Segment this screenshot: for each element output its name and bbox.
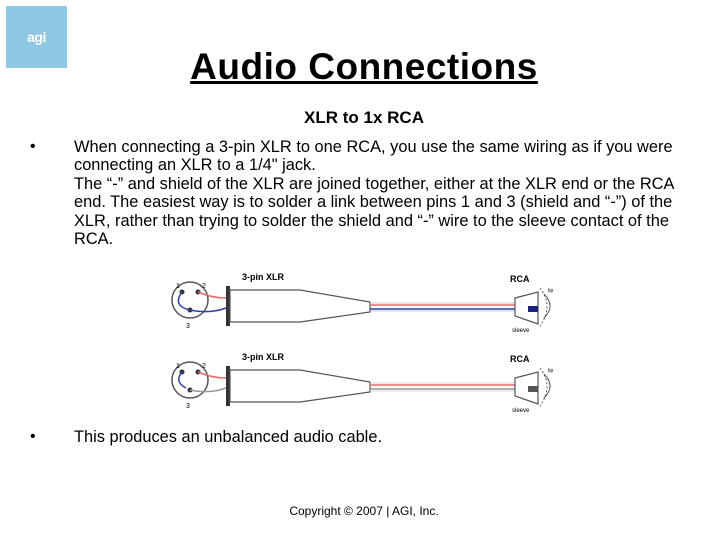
tip-label: tip bbox=[548, 288, 554, 294]
agi-logo: agi bbox=[6, 6, 67, 68]
pin-3-label: 3 bbox=[186, 323, 190, 330]
pin-2-label: 2 bbox=[202, 283, 206, 290]
xlr-label: 3-pin XLR bbox=[242, 352, 284, 362]
wiring-diagram-svg: 1 2 3 3-pin XLR RCA tip sleeve bbox=[171, 272, 554, 334]
rca-contact bbox=[528, 306, 538, 312]
slide-title: Audio Connections bbox=[190, 46, 538, 87]
bullet-1-paragraph-2: The “-” and shield of the XLR are joined… bbox=[74, 174, 674, 249]
pin-2-label: 2 bbox=[202, 363, 206, 370]
rca-tip-arc bbox=[543, 373, 551, 399]
pin-1-label: 1 bbox=[176, 363, 180, 370]
rca-label: RCA bbox=[510, 354, 530, 364]
xlr-socket-outline bbox=[171, 361, 209, 399]
shield-wire-short bbox=[189, 387, 227, 393]
pin-3-label: 3 bbox=[186, 403, 190, 410]
xlr-plug-flange bbox=[226, 286, 230, 326]
rca-tip-arc bbox=[543, 293, 551, 319]
copyright-footer: Copyright © 2007 | AGI, Inc. bbox=[289, 504, 439, 518]
pin-1-label: 1 bbox=[176, 283, 180, 290]
rca-label: RCA bbox=[510, 274, 530, 284]
sleeve-label: sleeve bbox=[512, 328, 530, 334]
xlr-to-rca-diagram-1: 1 2 3 3-pin XLR RCA tip sleeve bbox=[160, 268, 575, 338]
hot-wire-short bbox=[197, 371, 227, 379]
bullet-text-2: This produces an unbalanced audio cable. bbox=[74, 428, 694, 446]
rca-plug-body bbox=[514, 291, 539, 325]
bullet-marker: • bbox=[30, 428, 36, 445]
bullet-2-paragraph-1: This produces an unbalanced audio cable. bbox=[74, 428, 382, 446]
logo-text: agi bbox=[27, 29, 46, 45]
wiring-diagram-svg: 1 2 3 3-pin XLR RCA tip sleeve bbox=[171, 352, 554, 414]
xlr-plug-body bbox=[229, 289, 371, 323]
xlr-label: 3-pin XLR bbox=[242, 272, 284, 282]
rca-contact bbox=[528, 386, 538, 392]
xlr-plug-body bbox=[229, 369, 371, 403]
link-wire bbox=[177, 291, 191, 311]
tip-label: tip bbox=[548, 368, 554, 374]
bullet-text-1: When connecting a 3-pin XLR to one RCA, … bbox=[74, 138, 694, 248]
xlr-plug-flange bbox=[226, 366, 230, 406]
rca-sleeve-arc bbox=[539, 367, 548, 407]
slide-subtitle: XLR to 1x RCA bbox=[304, 108, 424, 127]
sleeve-label: sleeve bbox=[512, 408, 530, 414]
bullet-1-paragraph-1: When connecting a 3-pin XLR to one RCA, … bbox=[74, 138, 673, 175]
xlr-socket-outline bbox=[171, 281, 209, 319]
rca-sleeve-arc bbox=[539, 287, 548, 327]
rca-plug-body bbox=[514, 371, 539, 405]
link-wire bbox=[178, 371, 187, 389]
xlr-to-rca-diagram-2: 1 2 3 3-pin XLR RCA tip sleeve bbox=[160, 348, 575, 418]
hot-wire-short bbox=[197, 291, 227, 299]
cold-wire-short bbox=[189, 307, 227, 313]
bullet-marker: • bbox=[30, 138, 36, 155]
